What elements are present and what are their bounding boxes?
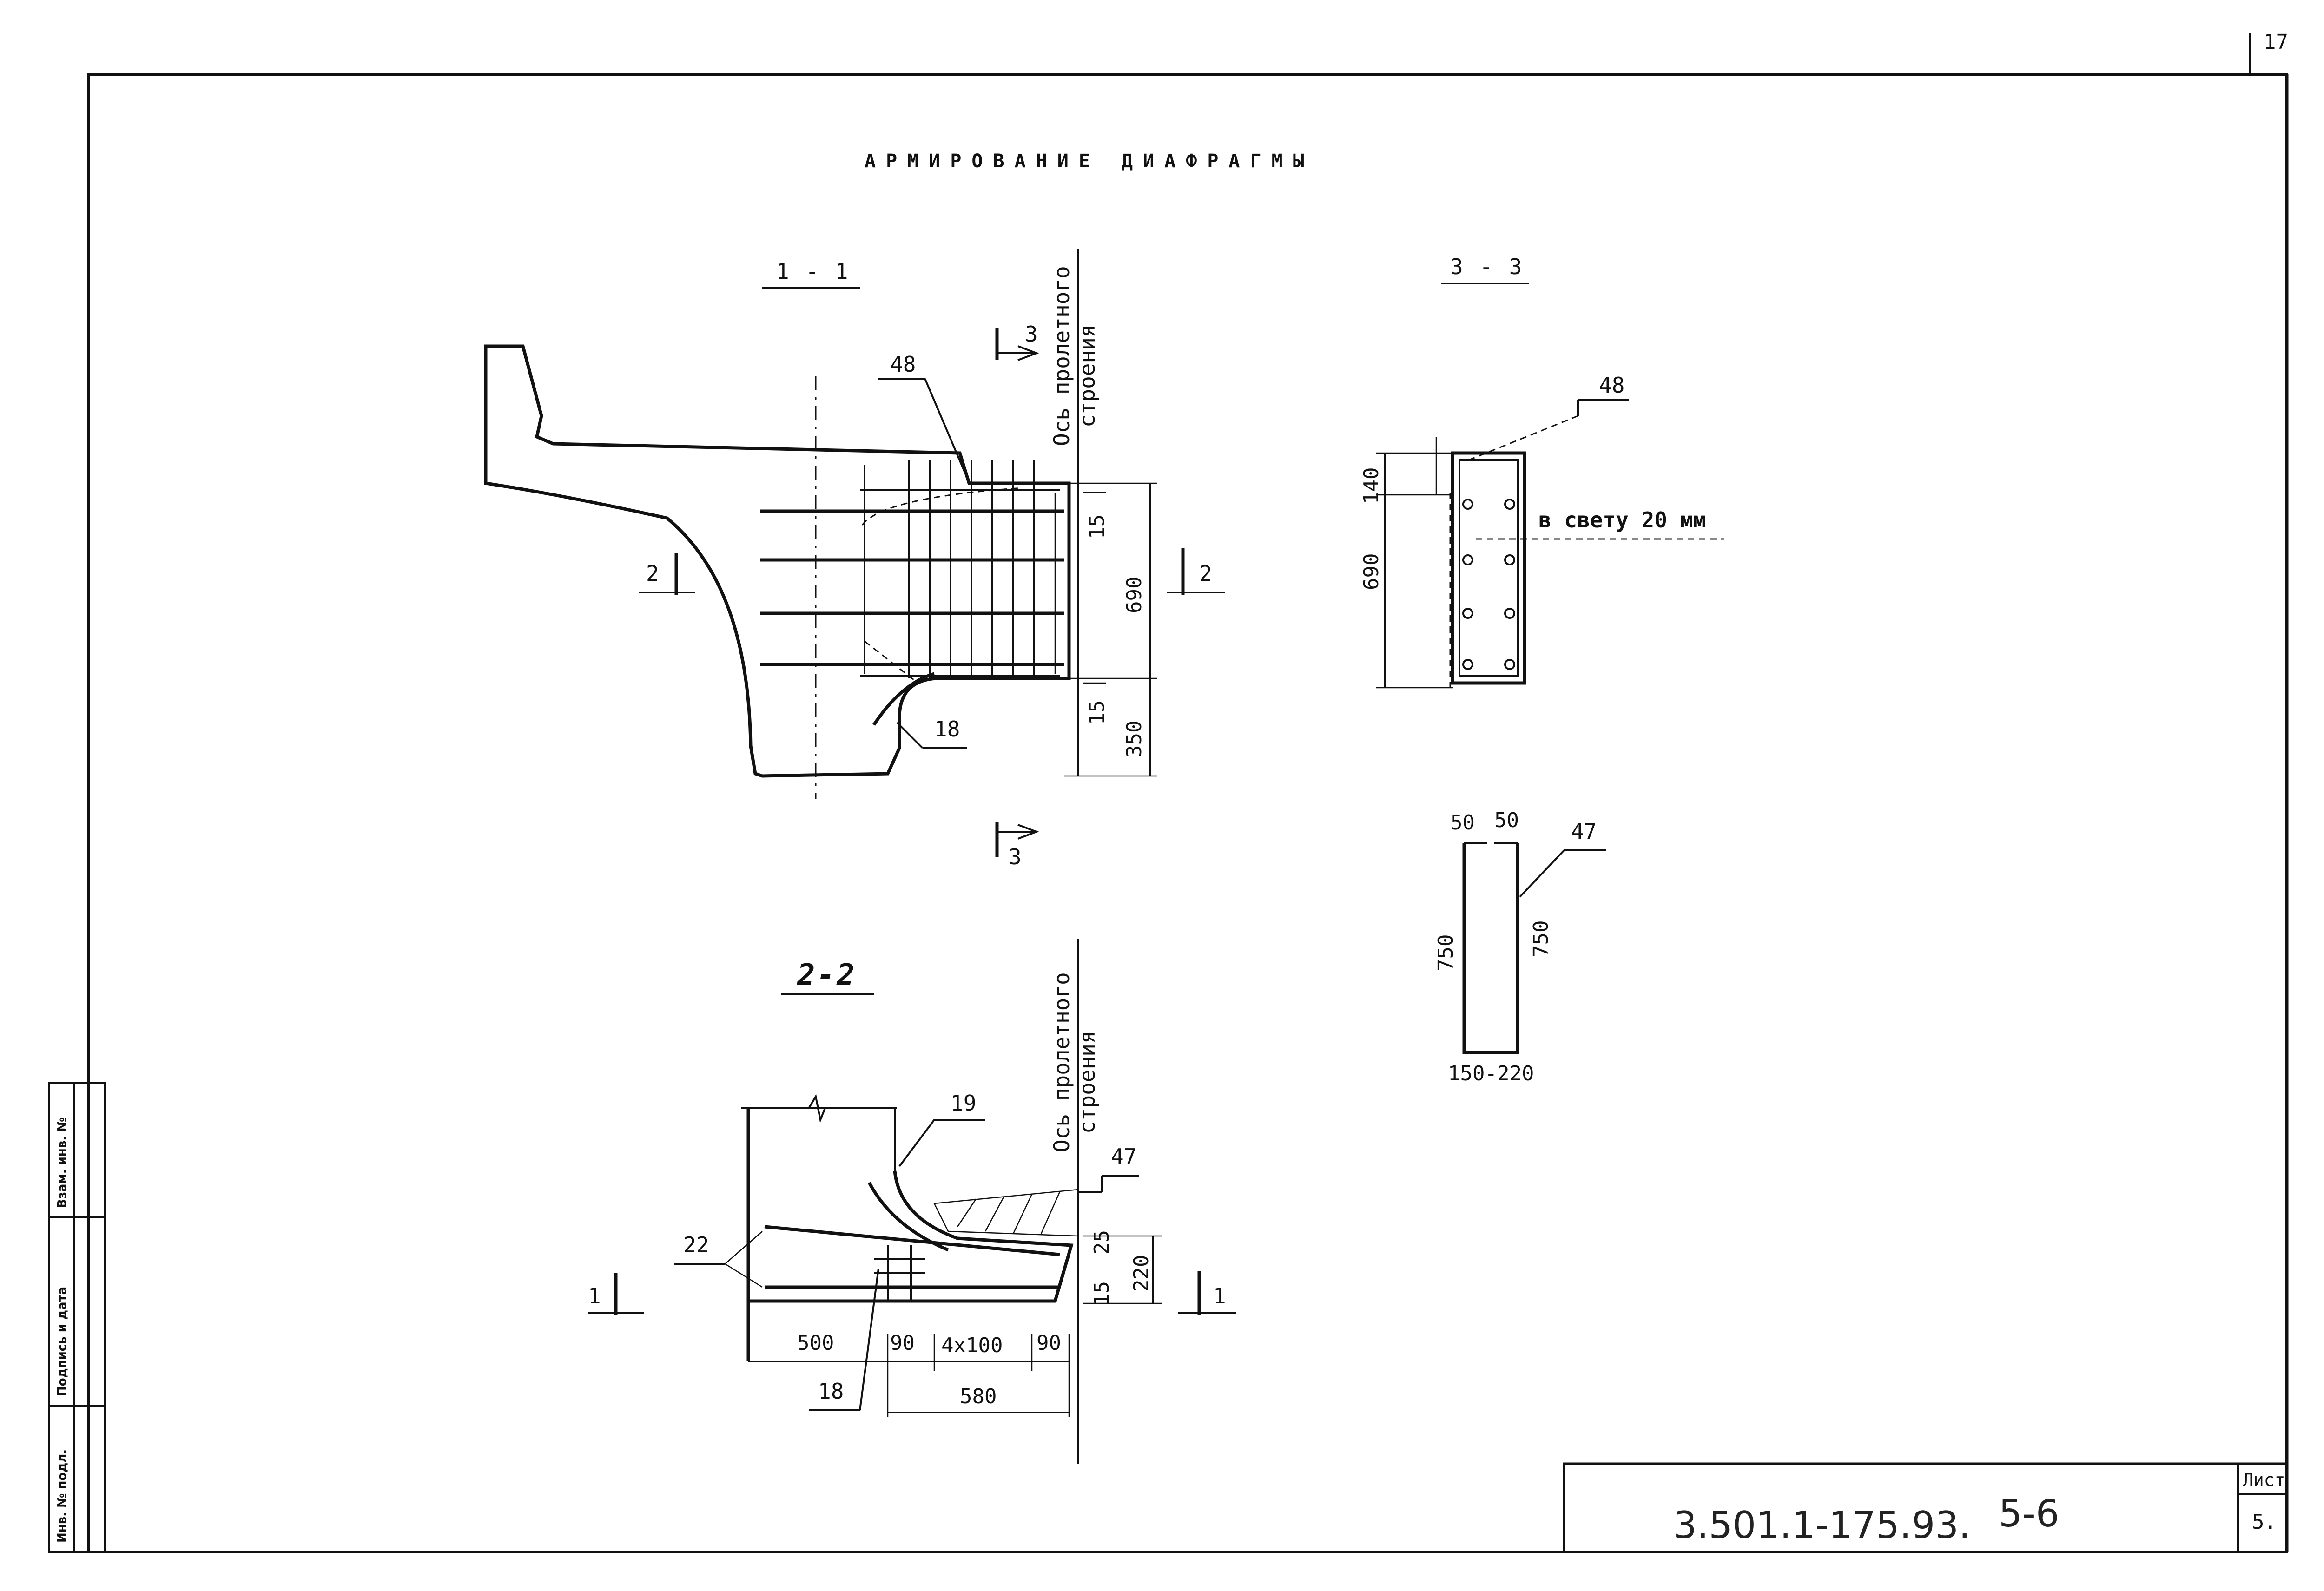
section-1-1-callout-48: 48 [890,352,916,377]
dim-750-right: 750 [1529,920,1553,957]
svg-text:2: 2 [1199,561,1212,586]
section-1-1-callout-18: 18 [934,717,960,742]
dim-350: 350 [1122,721,1146,757]
section-1-1-label: 1 - 1 [776,259,850,284]
dim-90-left: 90 [890,1331,915,1355]
drawing-frame [87,33,2289,1553]
section-3-3-callout-48: 48 [1599,373,1624,398]
dim-15: 15 [1090,1281,1114,1306]
dim-90-right: 90 [1037,1331,1061,1355]
section-3-3-rebars [1462,499,1515,670]
section-2-2-callout-19: 19 [951,1091,976,1116]
dim-15-bottom: 15 [1085,700,1109,725]
dim-140: 140 [1360,467,1383,504]
drawing-title: АРМИРОВАНИЕ ДИАФРАГМЫ [865,151,1314,172]
title-block: 3.501.1-175.93. 5-6 Лист 5. [1563,1462,2288,1553]
dim-15-top: 15 [1085,514,1109,539]
stamp-field-signature: Подпись и дата [55,1287,69,1396]
section-3-3-label: 3 - 3 [1450,254,1524,279]
dim-50-left: 50 [1450,811,1475,835]
axis-label-1-1: Ось пролетного строения [1049,266,1100,446]
dim-690-3-3: 690 [1360,553,1383,590]
sheet-number: 5. [2252,1510,2277,1534]
stirrup-47: 50 50 47 750 750 150-220 [1434,809,1606,1085]
dim-4x100: 4x100 [941,1334,1003,1357]
svg-text:3: 3 [1009,844,1022,869]
svg-text:3: 3 [1025,322,1038,347]
dim-500: 500 [797,1331,834,1355]
dim-580: 580 [960,1385,997,1408]
section-3-3: 3 - 3 140 690 48 в свету 20 мм [1360,254,1724,689]
page-number: 17 [2264,30,2288,54]
section-2-2-label: 2-2 [797,958,857,993]
section-1-1-outline [484,344,1071,778]
cut-3-top: 3 [995,322,1039,361]
dim-750-left: 750 [1434,934,1458,971]
stamp-field-replace-inv: Взам. инв. № [55,1118,69,1209]
svg-text:Ось пролетного: Ось пролетного [1049,266,1074,446]
dim-25: 25 [1090,1230,1114,1255]
stamp-field-inv-no: Инв. № подл. [55,1449,69,1543]
svg-text:1: 1 [1213,1283,1226,1308]
section-1-1: 1 - 1 [484,249,1225,869]
cut-1-left: 1 [588,1273,644,1315]
dim-50-right: 50 [1494,809,1519,832]
dim-150-220: 150-220 [1448,1062,1534,1085]
dim-220: 220 [1129,1255,1153,1292]
cut-2-left: 2 [639,553,695,595]
section-2-2-callout-18: 18 [818,1379,844,1404]
left-stamp: Инв. № подл. Подпись и дата Взам. инв. № [48,1082,106,1553]
cut-2-right: 2 [1167,548,1225,595]
doc-code: 3.501.1-175.93. [1673,1504,1971,1547]
axis-label-2-2: Ось пролетного строения [1049,972,1100,1152]
svg-text:2: 2 [646,561,659,586]
svg-text:строения: строения [1075,324,1100,427]
clear-spacing-note: в свету 20 мм [1538,507,1706,533]
cut-3-bottom: 3 [995,822,1039,869]
section-2-2-callout-22: 22 [683,1232,709,1257]
svg-text:строения: строения [1075,1031,1100,1134]
section-1-1-bars [760,460,1064,726]
sheet-label: Лист [2243,1470,2285,1490]
doc-issue: 5-6 [1999,1492,2060,1535]
section-2-2-callout-47: 47 [1111,1144,1136,1169]
svg-text:1: 1 [588,1283,601,1308]
cut-1-right: 1 [1178,1271,1236,1315]
section-2-2: 2-2 19 47 22 18 [588,939,1236,1464]
dim-690: 690 [1122,577,1146,613]
stirrup-callout-47: 47 [1571,819,1597,844]
svg-text:Ось пролетного: Ось пролетного [1049,972,1074,1152]
